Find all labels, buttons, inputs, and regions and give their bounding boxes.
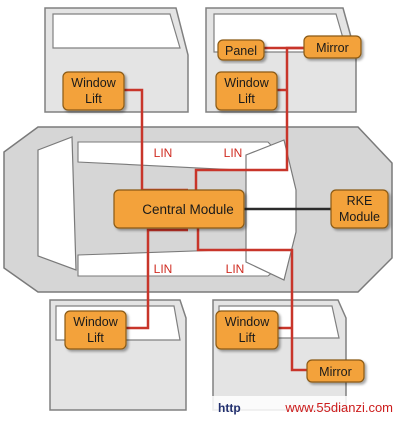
- mirror-rear-right-label: Mirror: [319, 365, 352, 379]
- lin-label-rear-right: LIN: [226, 262, 245, 276]
- watermark: http www.55dianzi.com: [210, 396, 396, 418]
- mirror-front-right: [303, 35, 362, 59]
- window-lift-rear-left-line2: Lift: [87, 331, 104, 345]
- central-module-label: Central Module: [142, 202, 234, 217]
- rke-module-line1: RKE: [347, 194, 373, 208]
- window-lift-front-right-line1: Window: [224, 76, 269, 90]
- watermark-http: http: [218, 401, 241, 415]
- window-lift-rear-right-line2: Lift: [239, 331, 256, 345]
- window-lift-front-right-line2: Lift: [238, 92, 255, 106]
- panel-module-label: Panel: [225, 44, 257, 58]
- lin-label-front-right: LIN: [224, 146, 243, 160]
- window-lift-rear-right: [215, 310, 279, 350]
- mirror-rear-right: [306, 359, 365, 383]
- lin-label-rear-left: LIN: [154, 262, 173, 276]
- lin-wire-rear-left: [126, 228, 188, 330]
- window-lift-front-left-line2: Lift: [85, 92, 102, 106]
- watermark-url: www.55dianzi.com: [284, 400, 393, 415]
- windshield: [37, 136, 77, 271]
- window-lift-front-left: [62, 71, 125, 111]
- window-lift-rear-right-line1: Window: [225, 315, 270, 329]
- lin-wire-rear-right: [196, 228, 307, 372]
- window-lift-rear-left-line1: Window: [73, 315, 118, 329]
- rke-module: [330, 189, 389, 229]
- panel-module: [217, 39, 265, 61]
- window-lift-front-right: [215, 71, 278, 111]
- window-lift-rear-left: [64, 310, 127, 350]
- central-module: [113, 189, 245, 229]
- lin-label-front-left: LIN: [154, 146, 173, 160]
- mirror-front-right-label: Mirror: [316, 41, 349, 55]
- window-lift-front-left-line1: Window: [71, 76, 116, 90]
- rke-module-line2: Module: [339, 210, 380, 224]
